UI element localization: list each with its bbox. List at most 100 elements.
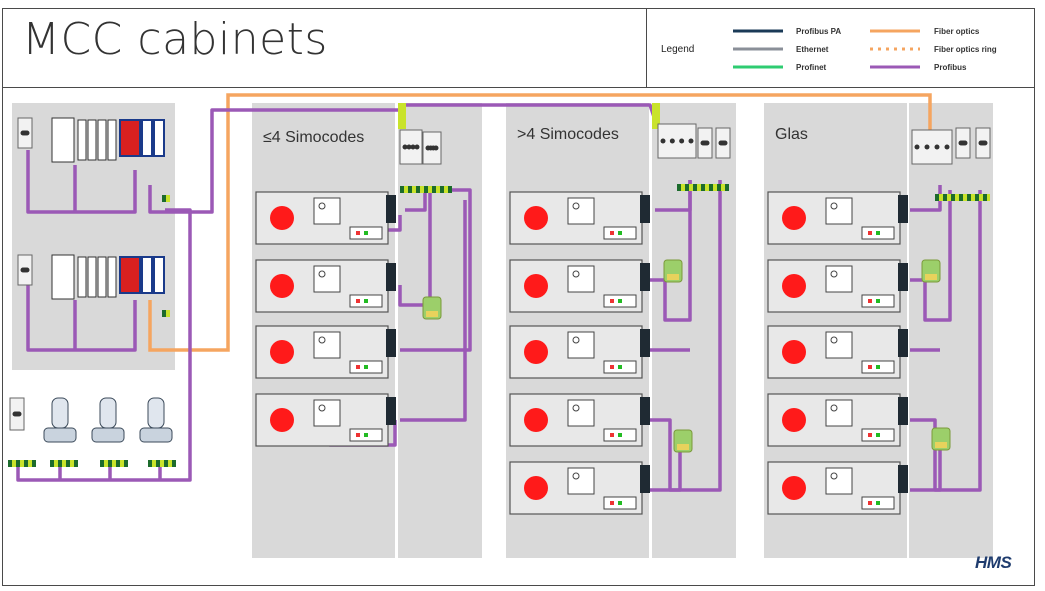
- led-icon: [868, 501, 872, 505]
- led-icon: [364, 231, 368, 235]
- connector-strip: [162, 195, 170, 202]
- simocode-module-icon: [825, 265, 853, 293]
- knob-icon: [318, 404, 326, 412]
- led-icon: [868, 299, 872, 303]
- drawer: [509, 191, 650, 245]
- led-icon: [356, 365, 360, 369]
- motor-indicator-icon: [524, 408, 548, 432]
- led-icon: [868, 231, 872, 235]
- knob-icon: [572, 472, 580, 480]
- legend-label-ethernet: Ethernet: [796, 45, 829, 54]
- page-title: MCC cabinets: [22, 14, 328, 65]
- connector-icon: [640, 397, 650, 425]
- motor-indicator-icon: [782, 340, 806, 364]
- motor-indicator-icon: [270, 274, 294, 298]
- io-module-icon: [107, 256, 117, 298]
- legend-label-profinet: Profinet: [796, 63, 827, 72]
- legend-title: Legend: [661, 44, 695, 55]
- motor-indicator-icon: [524, 340, 548, 364]
- simocode-module-icon: [313, 197, 341, 225]
- simocode-module-icon: [313, 331, 341, 359]
- connector-strip: [677, 184, 729, 191]
- port-icon: [924, 144, 930, 150]
- connector-icon: [386, 195, 396, 223]
- strip-segment: [448, 186, 452, 193]
- strip-segment: [975, 194, 979, 201]
- connector-icon: [386, 397, 396, 425]
- drawer: [509, 393, 650, 447]
- motor-indicator-icon: [270, 206, 294, 230]
- vertical-strip: [652, 103, 660, 129]
- strip-segment: [116, 460, 120, 467]
- profibus-line: [400, 188, 472, 352]
- strip-body: [148, 460, 176, 467]
- motor-indicator-icon: [524, 206, 548, 230]
- simocode-module-icon: [825, 197, 853, 225]
- connector-icon: [640, 465, 650, 493]
- motor-indicator-icon: [270, 340, 294, 364]
- network-switch-icon: [955, 127, 971, 159]
- simocode-module-icon: [567, 197, 595, 225]
- knob-icon: [572, 336, 580, 344]
- knob-icon: [572, 202, 580, 210]
- led-icon: [610, 299, 614, 303]
- port-icon: [414, 144, 420, 150]
- plc-rack-icon: [51, 117, 165, 163]
- connector-icon: [386, 329, 396, 357]
- hms-logo: HMS: [975, 553, 1012, 572]
- strip-segment: [725, 184, 729, 191]
- port-icon: [722, 140, 728, 146]
- cabinet-label-small: ≤4 Simocodes: [263, 129, 365, 146]
- port-icon: [679, 138, 685, 144]
- led-icon: [876, 433, 880, 437]
- profibus-line: [650, 180, 692, 322]
- drawer: [767, 259, 908, 313]
- pump-motor: [99, 397, 117, 429]
- port-icon: [16, 411, 22, 417]
- plc-cpu-icon: [51, 254, 75, 300]
- strip-segment: [162, 310, 166, 317]
- profibus-line: [398, 190, 432, 307]
- strip-segment: [74, 460, 78, 467]
- hub-base: [935, 442, 947, 448]
- network-switch-icon: [975, 127, 991, 159]
- io-module-icon: [97, 256, 107, 298]
- drawer: [255, 393, 396, 447]
- port-icon: [433, 145, 439, 151]
- simocode-module-icon: [567, 399, 595, 427]
- strip-segment: [156, 460, 160, 467]
- simocode-module-icon: [313, 265, 341, 293]
- port-icon: [402, 144, 408, 150]
- hub-base: [667, 274, 679, 280]
- io-module-icon: [77, 119, 87, 161]
- title-bar: [2, 8, 647, 88]
- gateway-icon: [153, 256, 165, 294]
- profibus-line: [650, 440, 682, 492]
- drawer: [767, 191, 908, 245]
- knob-icon: [830, 270, 838, 278]
- motor-indicator-icon: [782, 408, 806, 432]
- cabinet-label-glas: Glas: [775, 126, 808, 143]
- motor-indicator-icon: [270, 408, 294, 432]
- strip-body: [50, 460, 78, 467]
- knob-icon: [830, 202, 838, 210]
- port-icon: [934, 144, 940, 150]
- connector-icon: [640, 195, 650, 223]
- connector-icon: [898, 195, 908, 223]
- knob-icon: [830, 472, 838, 480]
- port-icon: [24, 130, 30, 136]
- led-icon: [876, 501, 880, 505]
- strip-segment: [148, 460, 152, 467]
- led-icon: [610, 365, 614, 369]
- network-switch-icon: [399, 129, 423, 165]
- strip-segment: [709, 184, 713, 191]
- motor-indicator-icon: [782, 274, 806, 298]
- gateway-icon: [141, 256, 153, 294]
- pump-housing: [43, 427, 77, 443]
- strip-segment: [408, 186, 412, 193]
- led-icon: [876, 365, 880, 369]
- connector-icon: [640, 329, 650, 357]
- strip-segment: [959, 194, 963, 201]
- profibus-line: [405, 190, 427, 212]
- repeater-hub-icon: [673, 429, 693, 453]
